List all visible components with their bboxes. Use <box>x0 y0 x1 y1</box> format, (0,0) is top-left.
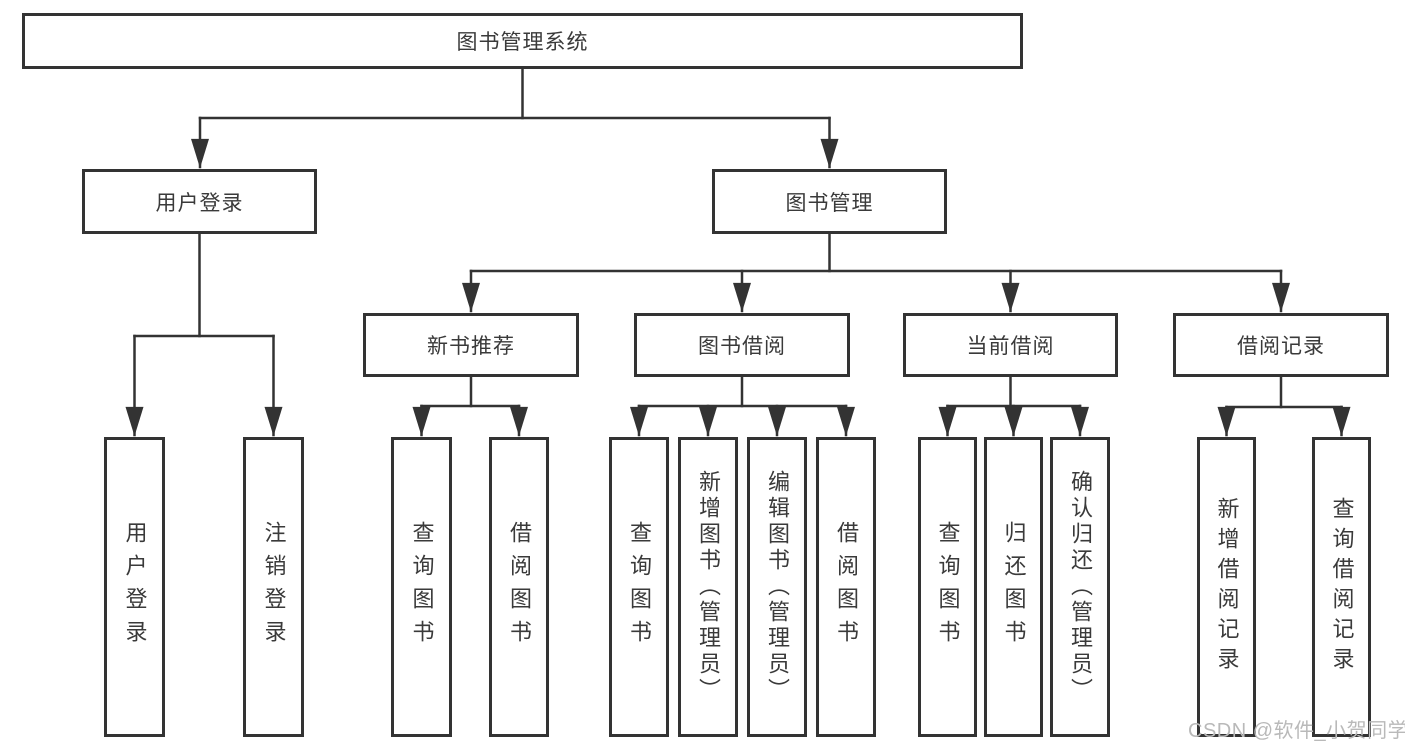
leaf-query-books-recommend: 查询图书 <box>391 437 452 737</box>
leaf-borrow-books-recommend: 借阅图书 <box>489 437 549 737</box>
leaf-logout: 注销登录 <box>243 437 304 737</box>
leaf-query-books-current: 查询图书 <box>918 437 977 737</box>
node-book-management: 图书管理 <box>712 169 947 234</box>
node-new-book-recommendation: 新书推荐 <box>363 313 579 377</box>
node-current-borrowing: 当前借阅 <box>903 313 1118 377</box>
leaf-add-borrow-record: 新增借阅记录 <box>1197 437 1256 737</box>
node-root-system: 图书管理系统 <box>22 13 1023 69</box>
leaf-query-borrow-record: 查询借阅记录 <box>1312 437 1371 737</box>
node-book-borrowing: 图书借阅 <box>634 313 850 377</box>
node-borrowing-records: 借阅记录 <box>1173 313 1389 377</box>
leaf-query-books-borrowing: 查询图书 <box>609 437 669 737</box>
leaf-return-books: 归还图书 <box>984 437 1043 737</box>
leaf-user-login: 用户登录 <box>104 437 165 737</box>
leaf-confirm-return-admin: 确认归还（管理员） <box>1050 437 1110 737</box>
leaf-add-books-admin: 新增图书（管理员） <box>678 437 738 737</box>
leaf-edit-books-admin: 编辑图书（管理员） <box>747 437 807 737</box>
node-user-login: 用户登录 <box>82 169 317 234</box>
leaf-borrow-books: 借阅图书 <box>816 437 876 737</box>
